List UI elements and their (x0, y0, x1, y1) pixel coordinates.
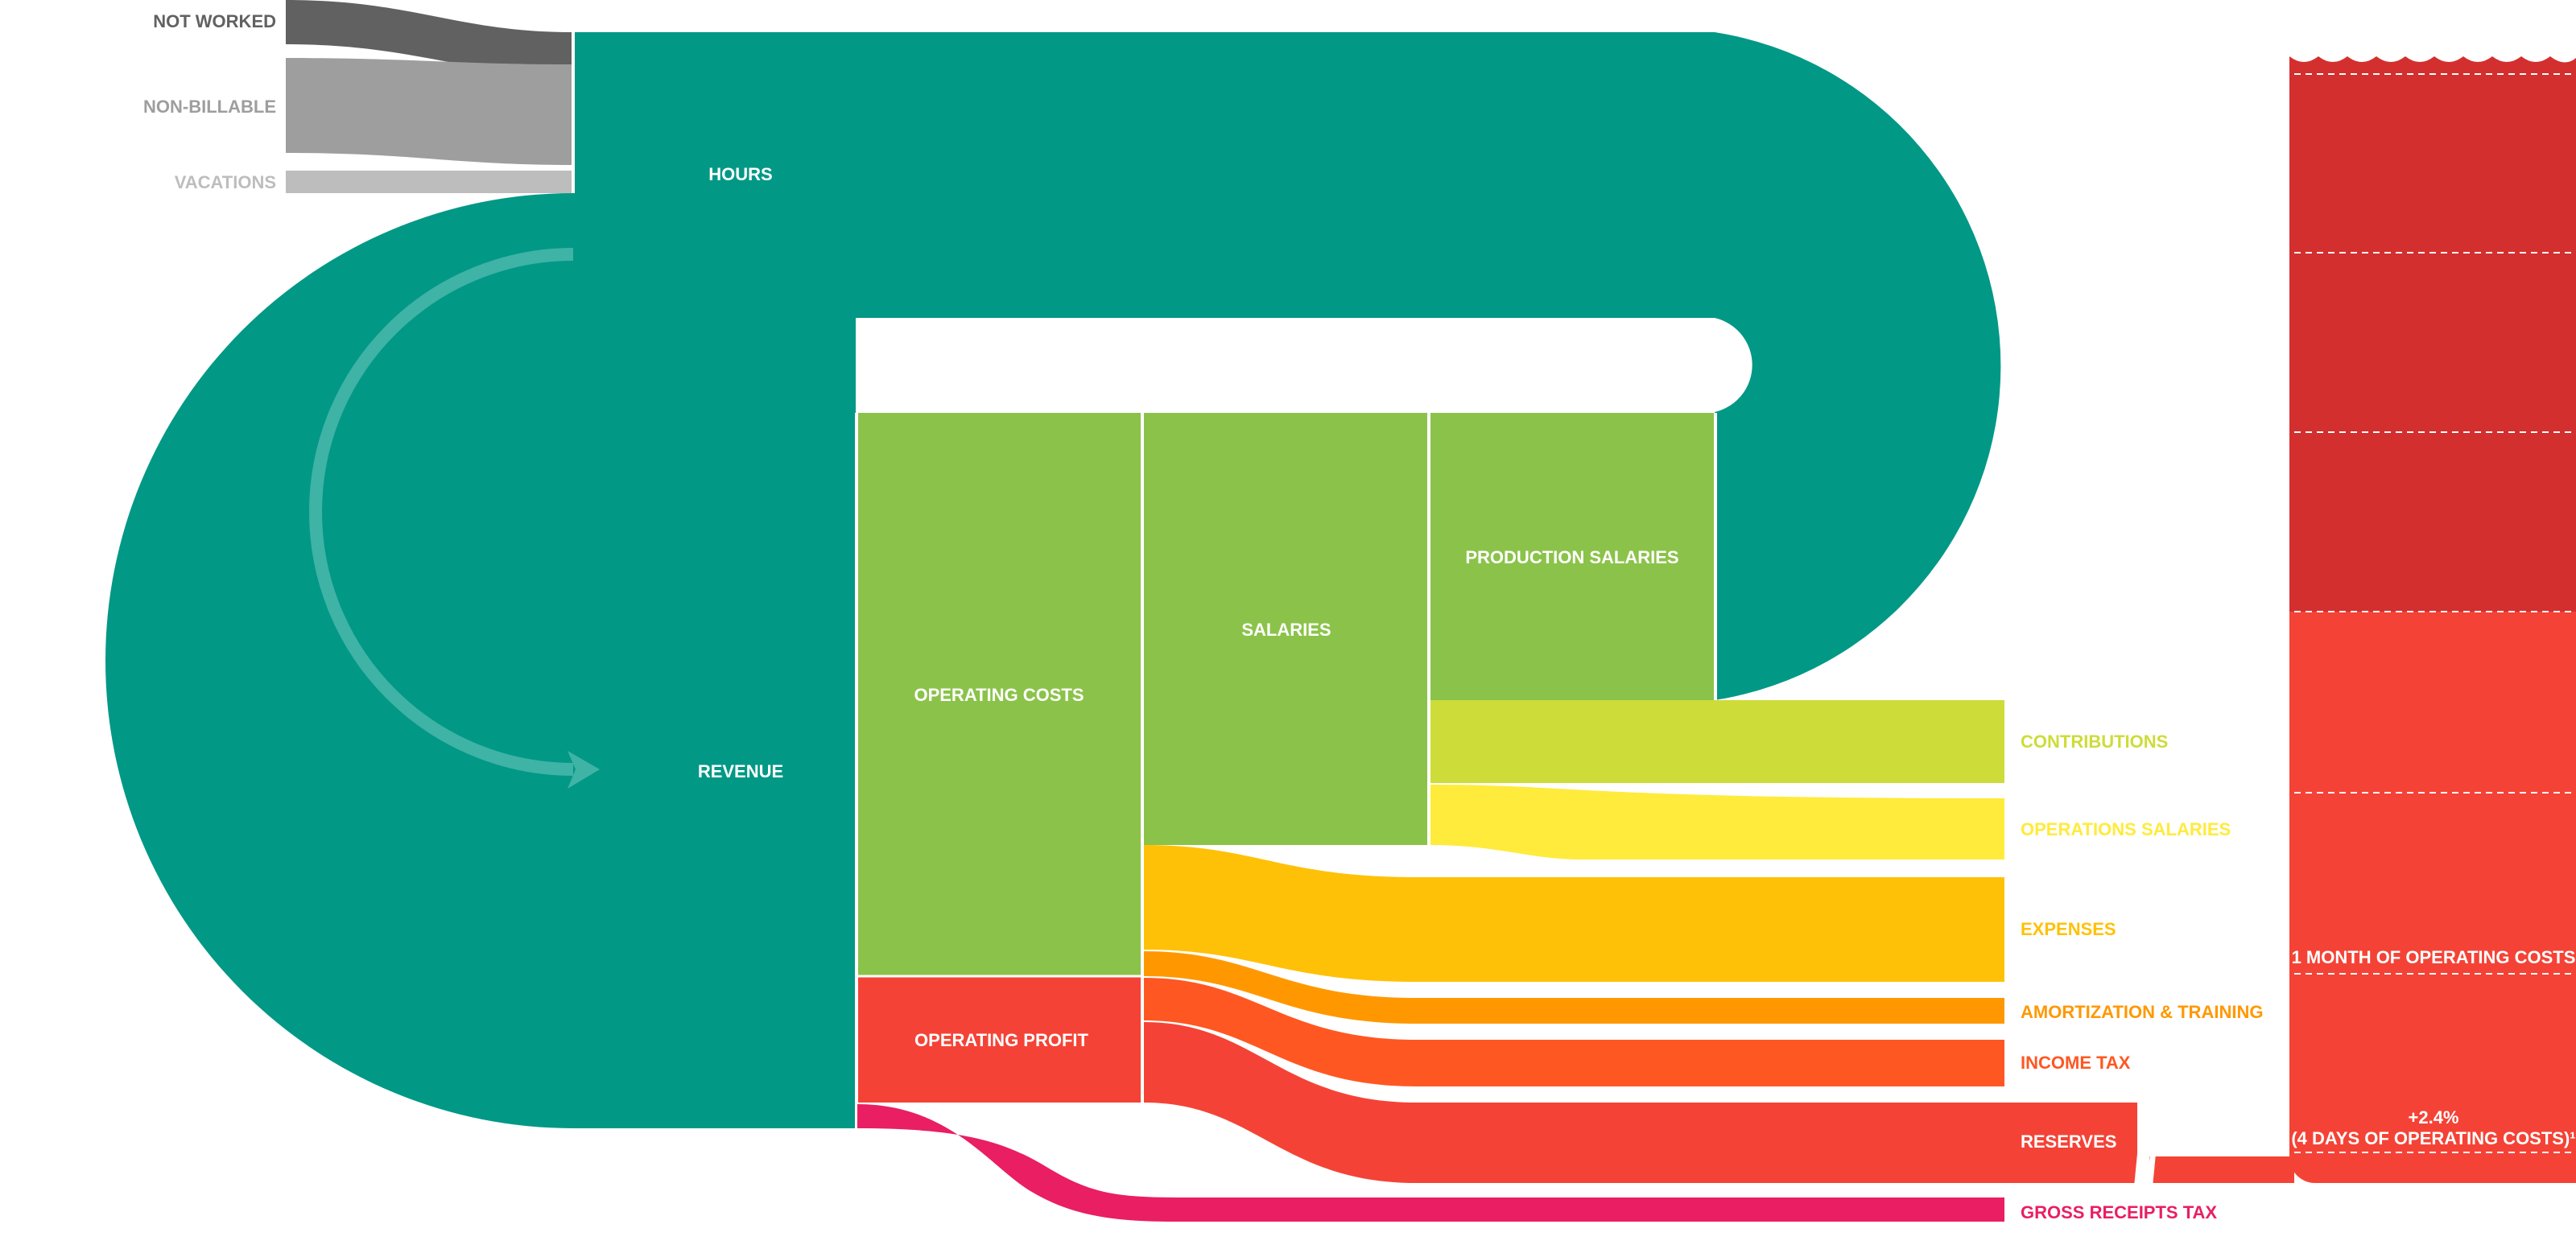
label-not-worked: NOT WORKED (153, 11, 276, 31)
loop-arrow-icon (309, 248, 574, 776)
flow-operations-salaries (1430, 785, 2004, 859)
label-expenses: EXPENSES (2021, 919, 2116, 939)
label-operating-profit: OPERATING PROFIT (914, 1030, 1088, 1050)
label-revenue: REVENUE (698, 761, 783, 781)
reserve-tank-top (2289, 56, 2576, 612)
label-income-tax: INCOME TAX (2021, 1053, 2131, 1073)
loop-arrow-head-icon (568, 751, 600, 789)
label-non-billable: NON-BILLABLE (143, 97, 276, 117)
label-salaries: SALARIES (1241, 620, 1331, 640)
node-salaries (1142, 413, 1429, 845)
flow-reserves-tail (2149, 1156, 2294, 1183)
break-mark (2133, 1090, 2162, 1192)
flow-expenses (1144, 845, 2004, 982)
flow-gross-receipts-tax (857, 1104, 2004, 1222)
flow-reserves (1144, 1022, 2137, 1183)
flow-income-tax (1144, 978, 2004, 1086)
label-operating-costs: OPERATING COSTS (914, 685, 1084, 705)
node-operating-costs (856, 413, 1142, 976)
flow-amortization (1144, 951, 2004, 1024)
node-operating-profit (856, 976, 1142, 1103)
label-operations-salaries: OPERATIONS SALARIES (2021, 819, 2231, 839)
tank-gridlines (2294, 73, 2576, 1153)
label-vacations: VACATIONS (175, 172, 276, 192)
label-production-salaries: PRODUCTION SALARIES (1465, 547, 1678, 567)
label-gross-receipts-tax: GROSS RECEIPTS TAX (2021, 1202, 2217, 1222)
label-reserve-growth: +2.4% (2409, 1107, 2459, 1127)
label-reserves: RESERVES (2021, 1132, 2116, 1152)
flow-vacations (286, 171, 573, 193)
flow-contributions (1430, 700, 2004, 783)
label-contributions: CONTRIBUTIONS (2021, 732, 2168, 752)
label-month-operating-costs: 1 MONTH OF OPERATING COSTS (2292, 947, 2576, 967)
label-reserve-growth-days: (4 DAYS OF OPERATING COSTS)¹ (2291, 1128, 2575, 1148)
node-revenue (105, 193, 856, 1128)
flow-non-billable (286, 58, 573, 165)
label-hours: HOURS (708, 164, 772, 184)
node-production-salaries (1429, 413, 1715, 700)
label-amortization-training: AMORTIZATION & TRAINING (2021, 1002, 2263, 1022)
flow-not-worked (286, 0, 573, 74)
reserve-tank-bottom (2289, 612, 2576, 1183)
